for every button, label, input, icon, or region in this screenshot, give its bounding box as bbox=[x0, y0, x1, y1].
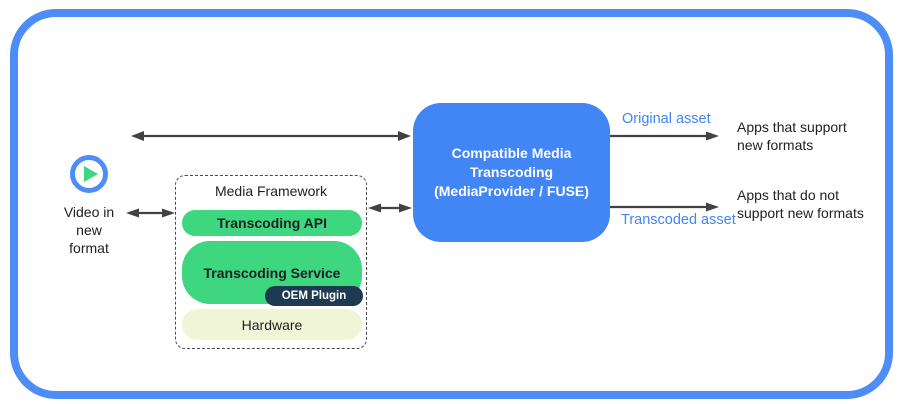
original-asset-label: Original asset bbox=[622, 111, 711, 127]
transcoding-api-pill: Transcoding API bbox=[182, 210, 362, 236]
apps-not-support-label: Apps that do not support new formats bbox=[737, 187, 864, 221]
transcoder-box: Compatible Media Transcoding (MediaProvi… bbox=[413, 103, 610, 242]
oem-plugin-pill: OEM Plugin bbox=[265, 286, 363, 306]
apps-support-label: Apps that support new formats bbox=[737, 119, 847, 153]
media-framework-box: Media Framework Transcoding API Transcod… bbox=[175, 175, 367, 349]
media-framework-title: Media Framework bbox=[214, 183, 328, 199]
hardware-label: Hardware bbox=[241, 316, 303, 333]
transcoded-asset-label: Transcoded asset bbox=[621, 212, 736, 228]
diagram-border bbox=[10, 9, 893, 399]
video-to-framework-arrow bbox=[126, 208, 175, 218]
play-icon bbox=[70, 155, 108, 193]
transcoder-label: Compatible Media Transcoding (MediaProvi… bbox=[434, 145, 589, 199]
framework-to-transcoder-arrow bbox=[368, 203, 412, 213]
transcoding-service-label: Transcoding Service bbox=[203, 264, 341, 281]
hardware-pill: Hardware bbox=[182, 309, 362, 340]
transcoding-api-label: Transcoding API bbox=[217, 215, 327, 231]
source-to-transcoder-arrow bbox=[131, 131, 411, 141]
transcoded-asset-arrow bbox=[610, 202, 719, 212]
source-label: Video in new format bbox=[63, 204, 115, 256]
oem-plugin-label: OEM Plugin bbox=[281, 290, 347, 302]
original-asset-arrow bbox=[610, 131, 719, 141]
